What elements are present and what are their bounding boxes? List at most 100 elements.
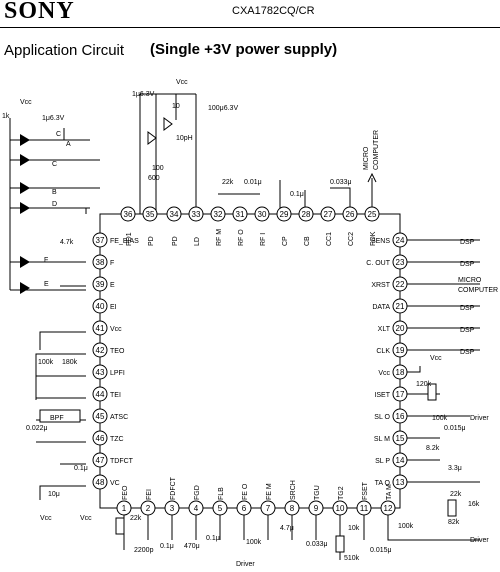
svg-text:13: 13 bbox=[396, 478, 405, 487]
brand-logo: SONY bbox=[4, 0, 75, 24]
label-c470: 470μ bbox=[184, 543, 200, 550]
svg-text:37: 37 bbox=[96, 236, 105, 245]
pin-24: 24 bbox=[392, 232, 408, 248]
pin-2: 2 bbox=[140, 500, 156, 516]
xlt-dsp-label: DSP bbox=[460, 327, 475, 334]
svg-text:47: 47 bbox=[96, 456, 105, 465]
pin-22: 22 bbox=[392, 276, 408, 292]
pin-39: 39 bbox=[92, 276, 108, 292]
pin-15: 15 bbox=[392, 430, 408, 446]
micro-top-label: MICRO bbox=[363, 146, 370, 170]
label-vcc-top: Vcc bbox=[176, 79, 188, 86]
svg-text:20: 20 bbox=[396, 324, 405, 333]
pin-37: 37 bbox=[92, 232, 108, 248]
pin-36: 36 bbox=[120, 206, 136, 222]
label-r100: 100 bbox=[152, 165, 164, 172]
svg-text:28: 28 bbox=[302, 210, 311, 219]
svg-text:21: 21 bbox=[396, 302, 405, 311]
svg-text:22: 22 bbox=[396, 280, 405, 289]
pin-label-4: FGD bbox=[194, 485, 201, 500]
pin-label-48: VC bbox=[110, 480, 120, 487]
pin-label-25: FOK bbox=[370, 231, 377, 246]
pin-label-33: LD bbox=[194, 237, 201, 246]
svg-text:3: 3 bbox=[170, 504, 175, 513]
svg-text:36: 36 bbox=[124, 210, 133, 219]
pin-1: 1 bbox=[116, 500, 132, 516]
pin-label-37: FE_BIAS bbox=[110, 238, 139, 245]
label-r1k: 1k bbox=[2, 113, 10, 120]
label-driver-b: Driver bbox=[236, 561, 255, 568]
pin-label-38: F bbox=[110, 260, 114, 267]
driver2-label: Driver bbox=[470, 537, 489, 544]
label-r47k: 4.7k bbox=[60, 239, 74, 246]
pin-label-47: TDFCT bbox=[110, 458, 134, 465]
pin-18: 18 bbox=[392, 364, 408, 380]
label-c0015b: 0.015μ bbox=[370, 547, 392, 554]
pin-label-27: CC1 bbox=[326, 232, 333, 246]
pin-6: 6 bbox=[236, 500, 252, 516]
svg-text:9: 9 bbox=[314, 504, 319, 513]
svg-text:23: 23 bbox=[396, 258, 405, 267]
pin-11: 11 bbox=[356, 500, 372, 516]
pin-label-28: CB bbox=[304, 236, 311, 246]
label-r10: 10 bbox=[172, 103, 180, 110]
label-pd-f: F bbox=[44, 257, 48, 264]
svg-text:32: 32 bbox=[214, 210, 223, 219]
svg-text:26: 26 bbox=[346, 210, 355, 219]
label-r100kc: 100k bbox=[246, 539, 262, 546]
pin-label-42: TEO bbox=[110, 348, 125, 355]
svg-text:30: 30 bbox=[258, 210, 267, 219]
pin-label-46: TZC bbox=[110, 436, 124, 443]
data-dsp-label: DSP bbox=[460, 305, 475, 312]
pin-42: 42 bbox=[92, 342, 108, 358]
pin-label-18: Vcc bbox=[378, 370, 390, 377]
label-vcc-c: Vcc bbox=[80, 515, 92, 522]
pin-5: 5 bbox=[212, 500, 228, 516]
label-vcc-right: Vcc bbox=[430, 355, 442, 362]
ic-body bbox=[99, 213, 401, 509]
pin-17: 17 bbox=[392, 386, 408, 402]
label-c2200: 2200p bbox=[134, 547, 154, 554]
pin-label-5: FLB bbox=[218, 487, 225, 500]
pin-4: 4 bbox=[188, 500, 204, 516]
sens-dsp-label: DSP bbox=[460, 239, 475, 246]
svg-text:18: 18 bbox=[396, 368, 405, 377]
label-cap-top-2: 100μ6.3V bbox=[208, 105, 238, 112]
label-bpf-label: BPF bbox=[50, 415, 64, 422]
pin-29: 29 bbox=[276, 206, 292, 222]
pin-label-19: CLK bbox=[376, 348, 390, 355]
svg-text:39: 39 bbox=[96, 280, 105, 289]
svg-text:27: 27 bbox=[324, 210, 333, 219]
label-pd-b: B bbox=[52, 189, 57, 196]
pin-48: 48 bbox=[92, 474, 108, 490]
pin-47: 47 bbox=[92, 452, 108, 468]
pin-label-34: PD bbox=[172, 236, 179, 246]
label-r82k: 8.2k bbox=[426, 445, 440, 452]
svg-text:38: 38 bbox=[96, 258, 105, 267]
svg-text:19: 19 bbox=[396, 346, 405, 355]
pin-7: 7 bbox=[260, 500, 276, 516]
pin-label-44: TEI bbox=[110, 392, 121, 399]
pin-label-45: ATSC bbox=[110, 414, 128, 421]
svg-text:4: 4 bbox=[194, 504, 199, 513]
svg-text:43: 43 bbox=[96, 368, 105, 377]
page-subtitle: (Single +3V power supply) bbox=[150, 41, 338, 58]
pin-34: 34 bbox=[166, 206, 182, 222]
pin-label-20: XLT bbox=[378, 326, 391, 333]
svg-text:14: 14 bbox=[396, 456, 405, 465]
pin-label-24: SENS bbox=[371, 238, 390, 245]
label-c10u: 10μ bbox=[48, 491, 60, 498]
svg-text:17: 17 bbox=[396, 390, 405, 399]
pin-33: 33 bbox=[188, 206, 204, 222]
pin-label-22: XRST bbox=[371, 282, 390, 289]
label-pd-c: C bbox=[52, 161, 57, 168]
pin-label-10: TG2 bbox=[338, 486, 345, 500]
pin-23: 23 bbox=[392, 254, 408, 270]
pin-label-29: CP bbox=[282, 236, 289, 246]
pin-label-17: ISET bbox=[374, 392, 390, 399]
pin-label-23: C. OUT bbox=[366, 260, 390, 267]
svg-text:25: 25 bbox=[368, 210, 377, 219]
pin-21: 21 bbox=[392, 298, 408, 314]
pin-46: 46 bbox=[92, 430, 108, 446]
label-r100kb: 100k bbox=[432, 415, 448, 422]
